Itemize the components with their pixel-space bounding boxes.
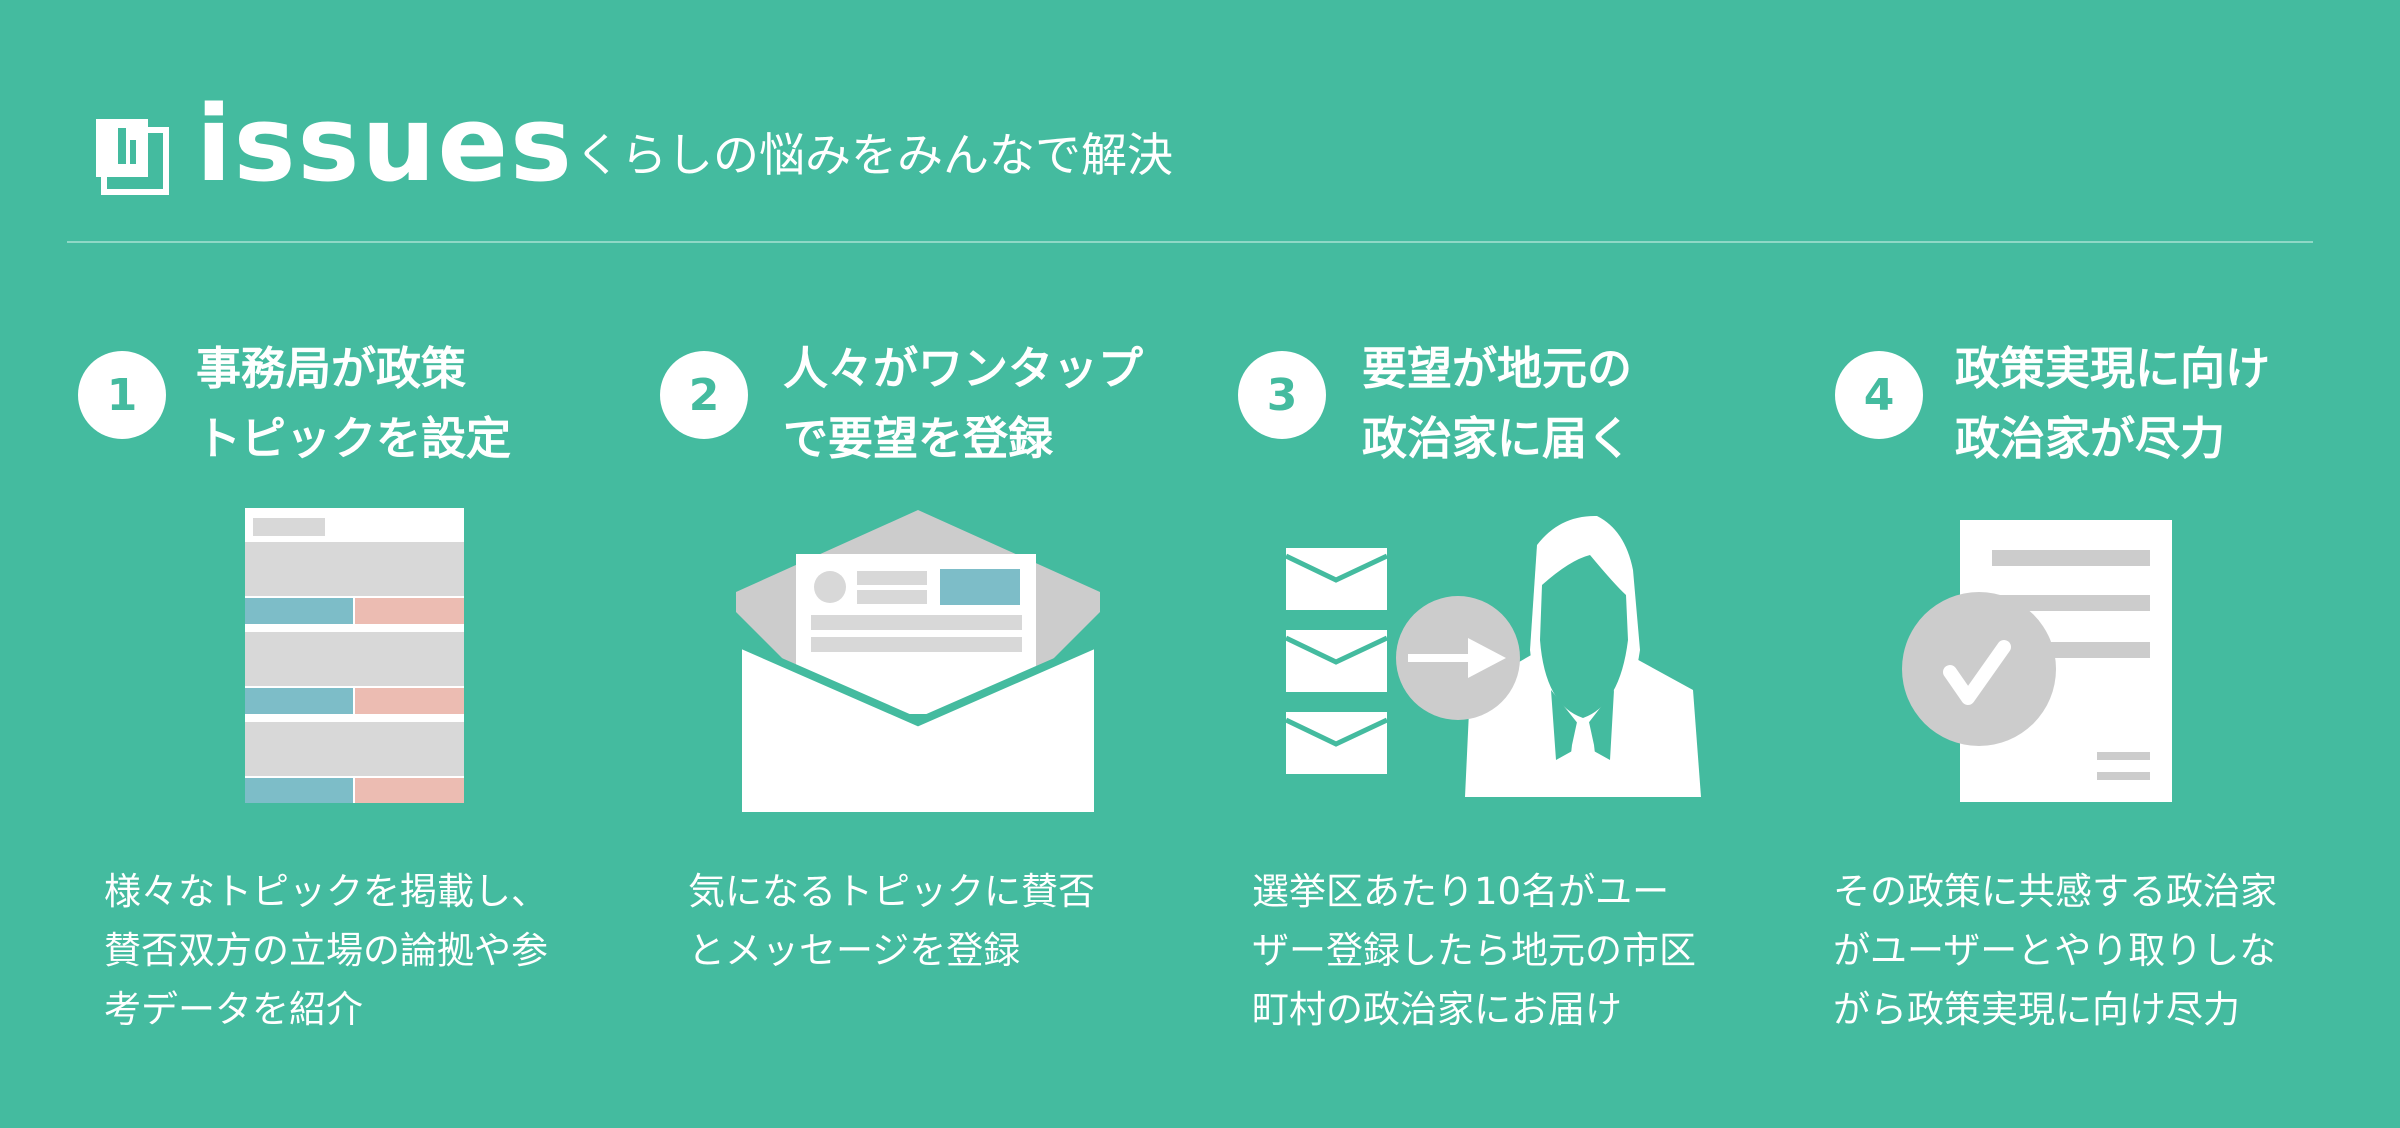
checkmark-icon	[1902, 592, 2056, 746]
step-number-1: 1	[78, 351, 166, 439]
arrow-right-icon	[1396, 596, 1520, 720]
step-description-2: 気になるトピックに賛否 とメッセージを登録	[688, 870, 1095, 972]
small-envelope-icons	[1284, 548, 1389, 774]
step-title-1: 事務局が政策 トピックを設定	[196, 342, 512, 465]
tagline: くらしの悩みをみんなで解決	[575, 128, 1173, 182]
messages-to-politician-illustration	[1284, 515, 1701, 797]
step-title-3: 要望が地元の 政治家に届く	[1362, 342, 1633, 465]
politician-icon	[1465, 515, 1701, 797]
envelope-illustration	[736, 510, 1100, 812]
brand-logo-text: issues	[196, 83, 574, 205]
topic-list-illustration	[245, 508, 464, 803]
logo-icon	[96, 119, 169, 195]
step-number-2: 2	[660, 351, 748, 439]
step-number-4: 4	[1835, 351, 1923, 439]
step-description-4: その政策に共感する政治家 がユーザーとやり取りしな がら政策実現に向け尽力	[1833, 870, 2277, 1031]
step-number-3: 3	[1238, 351, 1326, 439]
step-description-3: 選挙区あたり10名がユー ザー登録したら地元の市区 町村の政治家にお届け	[1252, 870, 1696, 1031]
step-title-4: 政策実現に向け 政治家が尽力	[1955, 342, 2271, 465]
step-title-2: 人々がワンタップ で要望を登録	[783, 342, 1144, 465]
policy-achieved-illustration	[1902, 520, 2172, 802]
step-description-1: 様々なトピックを掲載し、 賛否双方の立場の論拠や参 考データを紹介	[104, 870, 548, 1031]
header-divider	[67, 241, 2313, 243]
